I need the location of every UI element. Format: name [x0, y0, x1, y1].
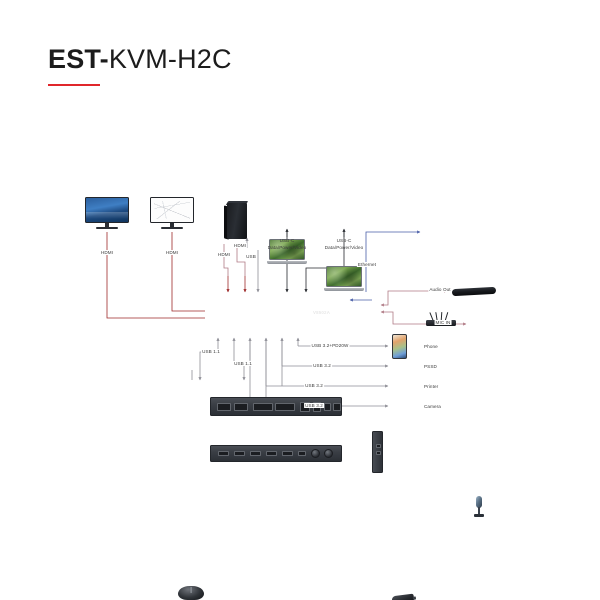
title-underline-rule — [48, 84, 100, 86]
page-title-brand: EST- — [48, 44, 109, 74]
pssd-port-label: USB 3.2 — [312, 363, 332, 369]
laptop-1-screen — [269, 239, 305, 260]
laptop-1-usbc-sublabel: Data/Power/Video — [267, 245, 307, 250]
phone — [392, 334, 407, 359]
desktop-pc-tower — [224, 200, 250, 240]
monitor-2-screen — [150, 197, 194, 223]
monitor-1-hdmi-label: HDMI — [99, 250, 115, 256]
rear-port-audio[interactable] — [324, 403, 331, 411]
front-port-usb-3[interactable] — [250, 451, 261, 456]
monitor-2-neck — [170, 223, 174, 227]
laptop-2-deck — [324, 287, 364, 291]
side-port-mic-in[interactable] — [376, 451, 381, 455]
monitor-1-screen — [85, 197, 129, 223]
microphone-capsule — [476, 496, 482, 508]
keyboard-usb-label: USB 1.1 — [233, 361, 253, 367]
front-port-usb-5[interactable] — [282, 451, 293, 456]
monitor-2-base — [161, 227, 183, 230]
page-title: EST-KVM-H2C — [48, 46, 232, 86]
rear-port-displayport-2[interactable] — [275, 403, 295, 411]
page-title-model: KVM-H2C — [108, 44, 232, 74]
laptop-2-usbc-sublabel: Data/Power/Video — [324, 245, 364, 250]
microphone-base — [474, 514, 484, 517]
mouse-usb-label: USB 1.1 — [201, 349, 221, 355]
front-knob-2[interactable] — [324, 449, 333, 458]
mouse — [178, 586, 204, 600]
laptop-1-deck — [267, 260, 307, 264]
monitor-2-hdmi-label: HDMI — [164, 250, 180, 256]
kvm-switch-front-panel[interactable] — [210, 445, 342, 462]
monitor-2 — [150, 197, 194, 230]
front-port-usb-2[interactable] — [234, 451, 245, 456]
audio-out-label: Audio Out — [428, 287, 452, 293]
monitor-1-neck — [105, 223, 109, 227]
side-port-audio-out[interactable] — [376, 444, 381, 448]
printer-port-label: USB 3.2 — [304, 383, 324, 389]
monitor-1-base — [96, 227, 118, 230]
mic-in-label: MIC IN — [434, 320, 452, 326]
kvm-switch-side-panel[interactable] — [372, 431, 383, 473]
pc-hdmi-label: HDMI — [232, 243, 248, 249]
front-port-usb-6[interactable] — [298, 451, 306, 456]
tower-body — [227, 203, 247, 239]
camera-device-label: Camera — [424, 404, 441, 409]
kvm-model-label: V8502A — [313, 310, 331, 315]
front-port-usb-1[interactable] — [218, 451, 229, 456]
rear-port-hdmi-1[interactable] — [217, 403, 231, 411]
rear-port-hdmi-2[interactable] — [234, 403, 248, 411]
rear-port-displayport-1[interactable] — [253, 403, 273, 411]
front-knob-1[interactable] — [311, 449, 320, 458]
laptop-2 — [324, 266, 364, 293]
laptop-1-usbc-label: USB-C — [279, 238, 295, 243]
microphone-stem — [478, 507, 480, 514]
printer-device-label: Printer — [424, 384, 439, 389]
camera-port-label: USB 3.2 — [304, 403, 324, 409]
rear-port-power[interactable] — [333, 403, 341, 411]
laptop-2-usbc-label: USB-C — [336, 238, 352, 243]
laptop-2-screen — [326, 266, 362, 287]
pssd-device-label: PSSD — [424, 364, 437, 369]
microphone — [472, 496, 486, 518]
monitor-1 — [85, 197, 129, 230]
laptop-1 — [267, 239, 307, 266]
phone-port-label: USB 3.2+PD20W — [310, 343, 350, 349]
phone-device-label: Phone — [424, 344, 438, 349]
front-port-usb-4[interactable] — [266, 451, 277, 456]
pc-usb-label: USB — [245, 254, 257, 260]
ethernet-label: Ethernet — [356, 262, 378, 268]
pc-hdmi-label-2: HDMI — [216, 252, 232, 258]
page-title-text: EST-KVM-H2C — [48, 46, 232, 73]
